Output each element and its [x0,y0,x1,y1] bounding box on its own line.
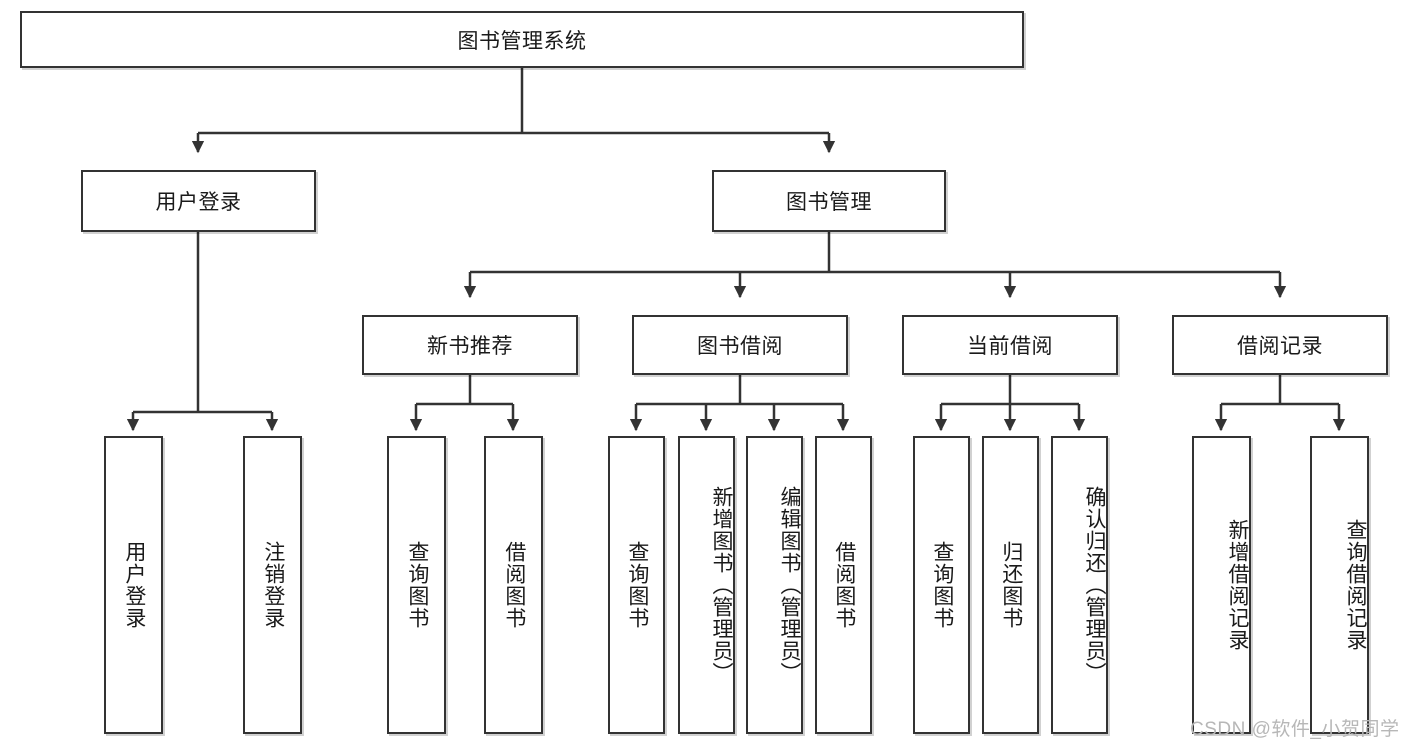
leaf-node[interactable]: 查询图书 [913,436,970,734]
leaf-node-label: 查询图书 [625,541,649,629]
leaf-node[interactable]: 查询图书 [608,436,665,734]
node-user-login-label: 用户登录 [155,191,242,214]
leaf-node-label: 归还图书 [999,541,1023,629]
node-borrowing-record[interactable]: 借阅记录 [1172,315,1388,375]
leaf-node[interactable]: 归还图书 [982,436,1039,734]
node-root-book-management-system[interactable]: 图书管理系统 [20,11,1024,68]
csdn-watermark: CSDN @软件_小贺同学 [1190,719,1400,740]
leaf-node[interactable]: 确认归还（管理员） [1051,436,1108,734]
node-root-label: 图书管理系统 [457,29,587,53]
leaf-node-label: 编辑图书（管理员） [778,486,801,684]
node-current-borrowing[interactable]: 当前借阅 [902,315,1118,375]
leaf-node[interactable]: 借阅图书 [484,436,543,734]
leaf-node-label: 新增借阅记录 [1226,519,1249,651]
node-book-management[interactable]: 图书管理 [712,170,946,232]
leaf-node-label: 用户登录 [122,541,146,629]
leaf-node[interactable]: 查询图书 [387,436,446,734]
leaf-node[interactable]: 注销登录 [243,436,302,734]
node-new-book-recommendation[interactable]: 新书推荐 [362,315,578,375]
leaf-node-label: 查询图书 [930,541,954,629]
leaf-node[interactable]: 编辑图书（管理员） [746,436,803,734]
leaf-node-label: 借阅图书 [832,541,856,629]
leaf-node-label: 查询图书 [405,541,429,629]
node-user-login[interactable]: 用户登录 [81,170,316,232]
node-book-borrowing-label: 图书借阅 [697,335,783,358]
node-new-book-recommendation-label: 新书推荐 [427,335,513,358]
node-current-borrowing-label: 当前借阅 [967,335,1053,358]
leaf-node-label: 确认归还（管理员） [1083,486,1106,684]
leaf-node[interactable]: 借阅图书 [815,436,872,734]
leaf-node-label: 查询借阅记录 [1344,519,1367,651]
leaf-node-label: 新增图书（管理员） [710,486,733,684]
leaf-node-label: 借阅图书 [502,541,526,629]
leaf-node-label: 注销登录 [261,541,285,629]
node-borrowing-record-label: 借阅记录 [1237,335,1323,358]
leaf-node[interactable]: 新增图书（管理员） [678,436,735,734]
leaf-node[interactable]: 新增借阅记录 [1192,436,1251,734]
node-book-management-label: 图书管理 [786,191,872,214]
node-book-borrowing[interactable]: 图书借阅 [632,315,848,375]
leaf-node[interactable]: 查询借阅记录 [1310,436,1369,734]
leaf-node[interactable]: 用户登录 [104,436,163,734]
